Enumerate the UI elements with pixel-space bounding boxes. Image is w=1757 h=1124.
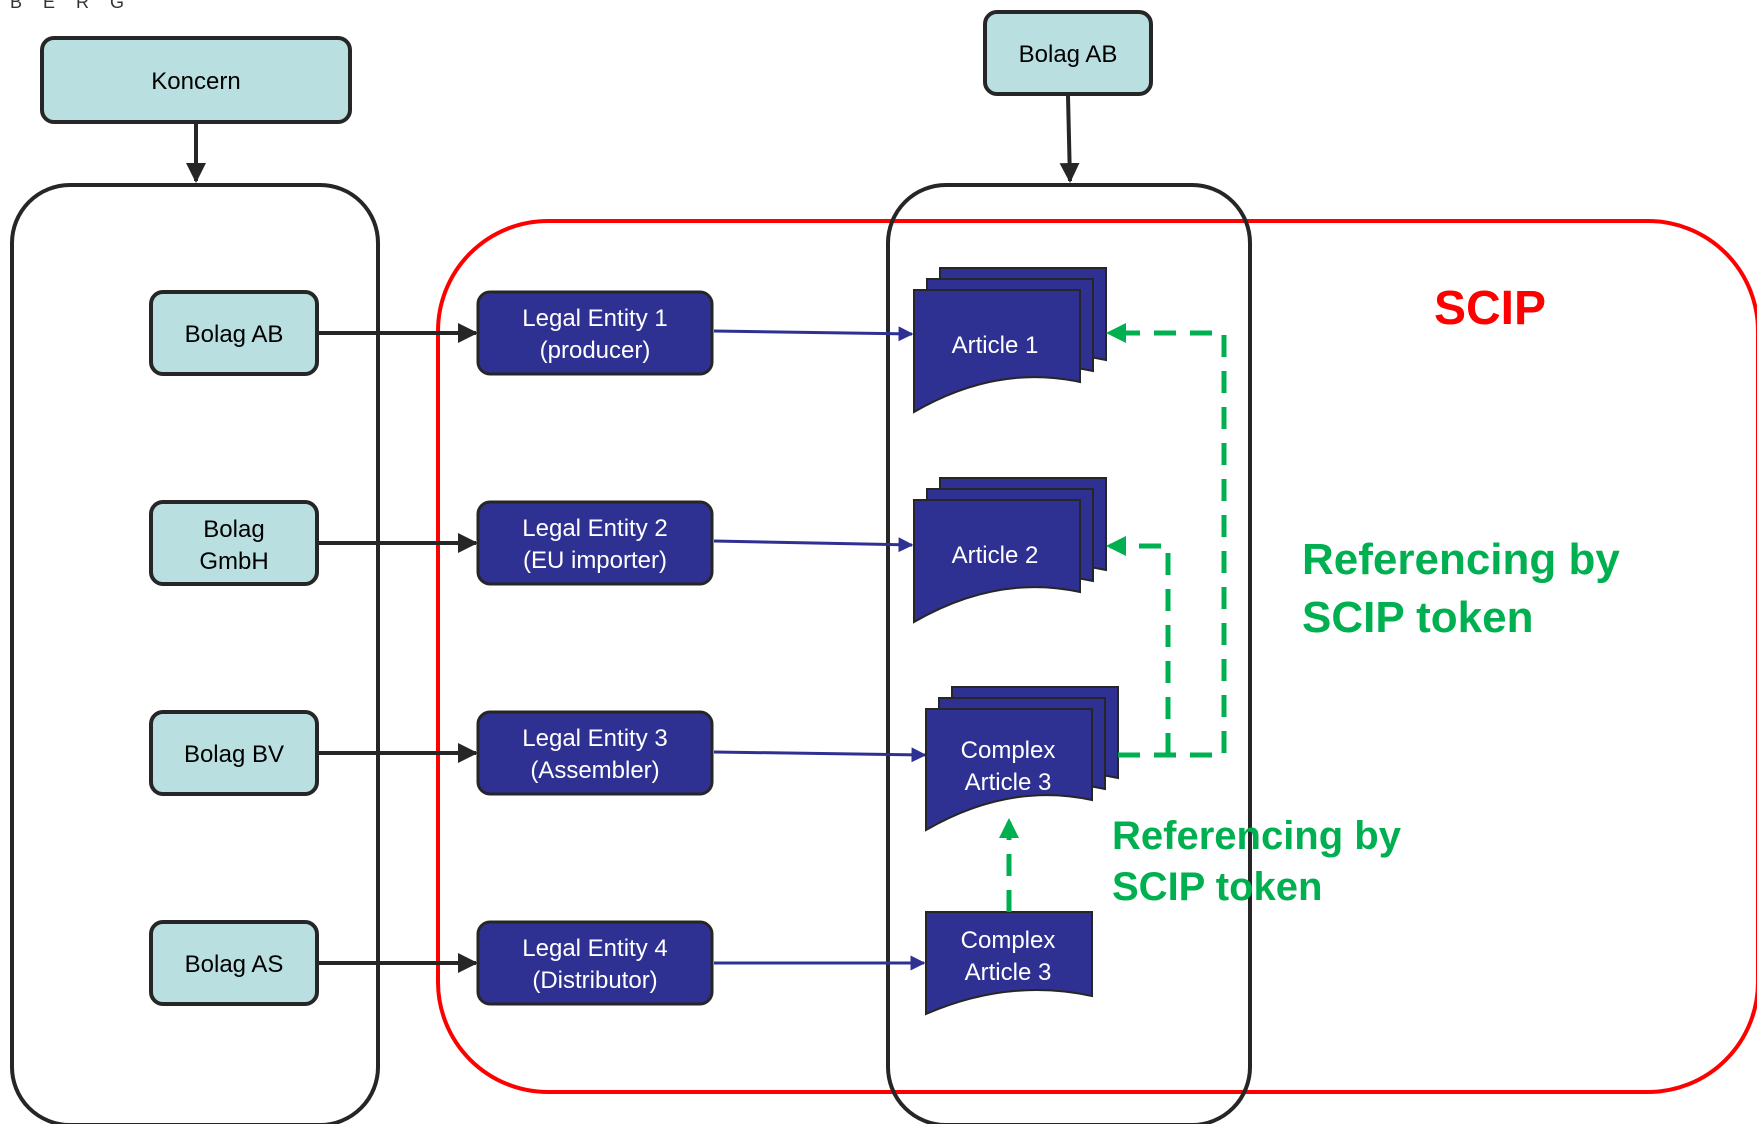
article-node-2: Article 2	[913, 477, 1107, 624]
article-node-1: Article 1	[913, 267, 1107, 414]
company-label-line2: GmbH	[199, 548, 268, 575]
article-label-line1: Complex	[961, 737, 1056, 764]
scip-label: SCIP	[1434, 282, 1546, 335]
entity-article-arrow-2	[713, 537, 914, 553]
entity-role: (Assembler)	[530, 757, 659, 784]
legal-entity-node-4: Legal Entity 4 (Distributor)	[476, 920, 714, 1006]
company-label-line1: Bolag	[203, 516, 264, 543]
koncern-container	[10, 183, 380, 1124]
article-label: Article 1	[952, 332, 1039, 359]
company-node-1: Bolag AB	[149, 290, 319, 376]
entity-name: Legal Entity 2	[522, 515, 667, 542]
company-label: Bolag AS	[185, 951, 284, 978]
reference-label-small-line2: SCIP token	[1112, 865, 1322, 909]
koncern-node: Koncern	[40, 36, 352, 124]
legal-entity-node-2: Legal Entity 2 (EU importer)	[476, 500, 714, 586]
entity-name: Legal Entity 3	[522, 725, 667, 752]
company-label: Bolag AB	[185, 321, 284, 348]
article-node-3: Complex Article 3	[925, 686, 1119, 832]
legal-entity-node-3: Legal Entity 3 (Assembler)	[476, 710, 714, 796]
bolag-ab-container	[886, 183, 1252, 1124]
bolag-ab-top-arrow	[1059, 95, 1080, 183]
legal-entity-node-1: Legal Entity 1 (producer)	[476, 290, 714, 376]
entity-role: (Distributor)	[532, 967, 657, 994]
scip-boundary	[436, 219, 1757, 1094]
bolag-ab-top-label: Bolag AB	[1019, 41, 1118, 68]
entity-name: Legal Entity 1	[522, 305, 667, 332]
bolag-ab-top-node: Bolag AB	[983, 10, 1153, 96]
article-label-line1: Complex	[961, 927, 1056, 954]
company-node-4: Bolag AS	[149, 920, 319, 1006]
company-node-2: Bolag GmbH	[149, 500, 319, 586]
entity-article-arrow-1	[713, 326, 914, 342]
entity-name: Legal Entity 4	[522, 935, 667, 962]
entity-role: (producer)	[540, 337, 651, 364]
company-label: Bolag BV	[184, 741, 284, 768]
reference-label-small-line1: Referencing by	[1112, 814, 1402, 858]
article-label-line2: Article 3	[965, 769, 1052, 796]
entity-role: (EU importer)	[523, 547, 667, 574]
reference-label-large-line1: Referencing by	[1302, 535, 1620, 584]
article-label: Article 2	[952, 542, 1039, 569]
koncern-label: Koncern	[151, 68, 240, 95]
brand-text: B E R G	[10, 0, 133, 12]
article-node-4: Complex Article 3	[925, 911, 1093, 1016]
entity-article-arrow-3	[713, 747, 927, 763]
article-label-line2: Article 3	[965, 959, 1052, 986]
token-reference-article1	[1106, 323, 1227, 758]
reference-label-large-line2: SCIP token	[1302, 593, 1533, 642]
company-node-3: Bolag BV	[149, 710, 319, 796]
